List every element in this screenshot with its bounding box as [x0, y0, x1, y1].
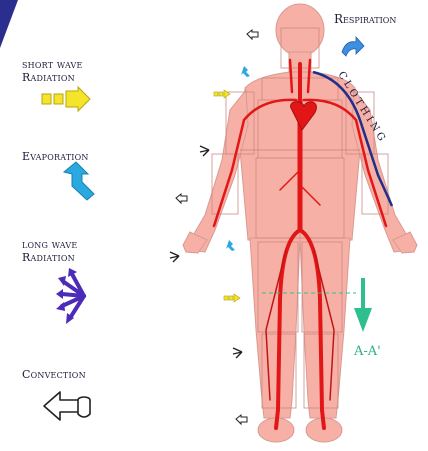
convection-arrow-icon: [44, 392, 90, 420]
evaporation-arrow-icon: [64, 162, 94, 200]
respiration-label: Respiration: [334, 12, 396, 26]
evaporation-label: Evaporation: [22, 150, 89, 163]
corner-band: [0, 0, 18, 48]
short-wave-radiation-arrow-icon: [42, 87, 90, 111]
head: [276, 4, 324, 56]
short-wave-line1: short wave: [22, 58, 83, 71]
long-wave-line1: long wave: [22, 238, 77, 251]
left-leg: [250, 238, 300, 418]
respiration-arrow-icon: [342, 37, 364, 56]
left-arm: [188, 90, 248, 252]
right-leg: [300, 238, 350, 418]
evaporation-text: Evaporation: [22, 150, 89, 163]
convection-label: Convection: [22, 368, 86, 381]
short-wave-radiation-label: short wave Radiation: [22, 58, 83, 84]
convection-text: Convection: [22, 368, 86, 381]
section-label: A-A': [354, 344, 381, 359]
long-wave-radiation-label: long wave Radiation: [22, 238, 77, 264]
short-wave-line2: Radiation: [22, 71, 83, 84]
section-arrow-icon: [354, 278, 372, 332]
long-wave-radiation-fan-icon: [56, 268, 84, 324]
long-wave-line2: Radiation: [22, 251, 77, 264]
